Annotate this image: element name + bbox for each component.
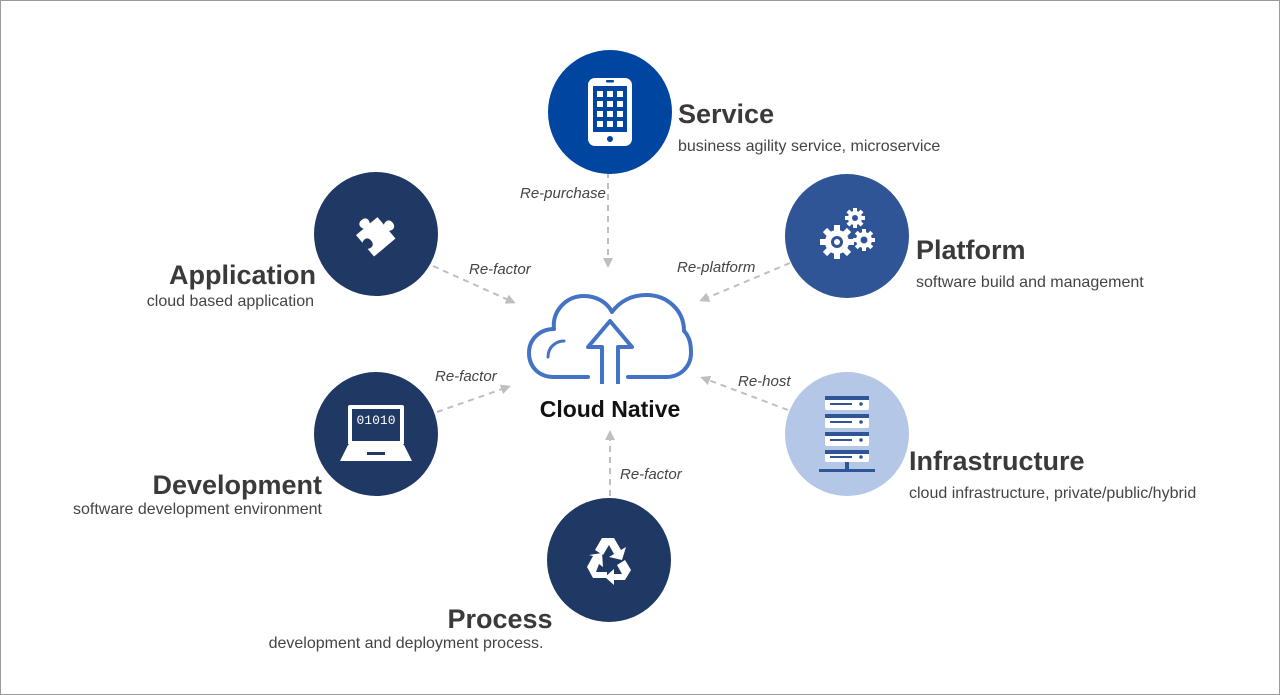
center-label: Cloud Native [539, 396, 681, 422]
service-title: Service [678, 99, 775, 129]
development-node: 01010 [314, 372, 438, 496]
gears-icon [820, 208, 875, 259]
process-subtitle: development and deployment process. [268, 635, 544, 652]
process-node [547, 498, 671, 622]
edge-label-replatform: Re-platform [677, 259, 756, 276]
infrastructure-title: Infrastructure [909, 446, 1085, 476]
arrow-platform [699, 262, 791, 302]
server-rack-icon [819, 396, 875, 472]
arrow-application [432, 265, 516, 304]
edge-label-rehost: Re-host [738, 373, 791, 390]
puzzle-piece-icon [356, 217, 396, 257]
infrastructure-node [785, 372, 909, 496]
edge-label-repurchase: Re-purchase [520, 185, 606, 202]
development-title: Development [152, 470, 322, 500]
edge-label-refactor-process: Re-factor [620, 466, 682, 483]
cloud-upload-icon [527, 293, 693, 384]
infrastructure-subtitle: cloud infrastructure, private/public/hyb… [909, 485, 1197, 502]
platform-node [785, 174, 909, 298]
platform-subtitle: software build and management [916, 274, 1144, 291]
laptop-code-icon: 01010 [340, 405, 412, 461]
arrow-development [436, 384, 511, 413]
edge-label-refactor-development: Re-factor [435, 368, 497, 385]
service-node [548, 50, 672, 174]
recycle-icon [587, 538, 631, 585]
application-node [314, 172, 438, 296]
laptop-screen-text: 01010 [356, 413, 395, 428]
application-title: Application [169, 260, 316, 290]
arrow-infrastructure [700, 375, 789, 411]
service-subtitle: business agility service, microservice [678, 138, 941, 155]
platform-title: Platform [916, 235, 1026, 265]
smartphone-icon [588, 78, 632, 146]
application-subtitle: cloud based application [146, 293, 314, 310]
development-subtitle: software development environment [72, 501, 322, 518]
process-title: Process [447, 604, 553, 634]
edge-label-refactor-application: Re-factor [469, 261, 531, 278]
